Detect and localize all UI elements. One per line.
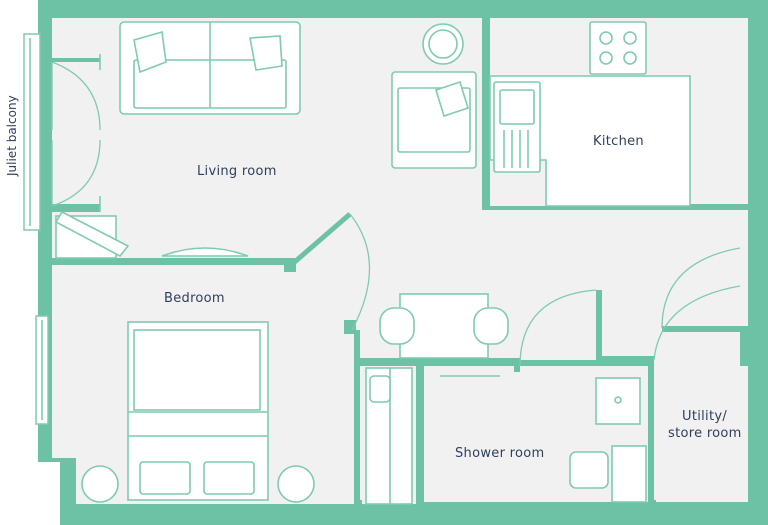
kitchen-label: Kitchen	[593, 134, 644, 149]
juliet-balcony-label: Juliet balcony	[5, 95, 19, 177]
utility-label-line1: Utility/	[682, 409, 727, 424]
sofa	[119, 21, 301, 115]
interior-walls	[40, 18, 748, 506]
living-room-label: Living room	[197, 164, 277, 179]
cupboard	[365, 367, 413, 505]
bed	[81, 321, 315, 503]
kitchen-units	[489, 21, 691, 207]
bedroom-label: Bedroom	[164, 291, 225, 306]
dining-set	[379, 293, 509, 359]
shower-fixtures	[440, 289, 647, 503]
balcony-doors	[51, 54, 101, 212]
juliet-balcony-rail	[23, 33, 49, 425]
side-table	[422, 23, 464, 65]
armchair	[391, 71, 477, 169]
living-radiator	[54, 210, 249, 259]
utility-doors	[653, 247, 741, 361]
bedroom-door	[288, 212, 371, 331]
utility-label-line2: store room	[668, 426, 742, 441]
shower-room-label: Shower room	[455, 446, 544, 461]
